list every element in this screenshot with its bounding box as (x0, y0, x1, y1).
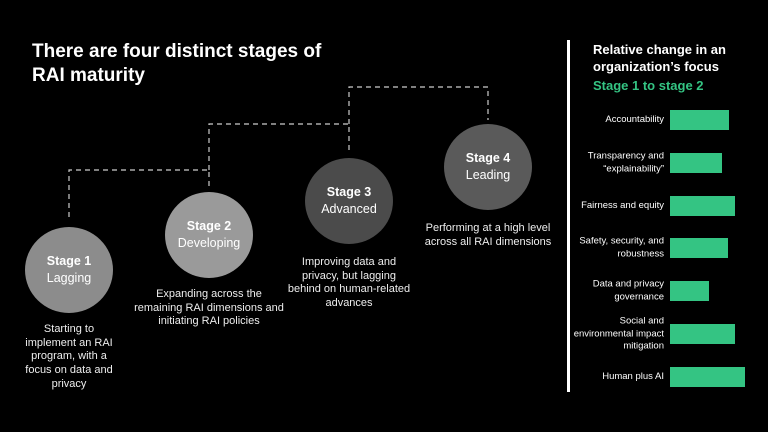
stage-number: Stage 4 (465, 151, 511, 165)
bar-label: Accountability (605, 113, 664, 125)
stage-number: Stage 1 (46, 254, 92, 268)
bar (670, 324, 735, 344)
bar-row: Safety, security, and robustness (575, 228, 768, 268)
bar-row: Data and privacy governance (575, 271, 768, 311)
bar-label: Data and privacy governance (592, 278, 664, 303)
connector-3-4 (348, 86, 489, 124)
panel-subtitle: Stage 1 to stage 2 (593, 78, 704, 93)
stage-1-circle: Stage 1 Lagging (25, 227, 113, 313)
connector-1-2 (68, 169, 210, 217)
stage-3-description: Improving data and privacy, but lagging … (287, 256, 411, 310)
stage-name: Lagging (46, 271, 92, 285)
stage-number: Stage 2 (186, 219, 232, 233)
bar (670, 196, 735, 216)
panel-divider (567, 40, 570, 392)
stage-name: Advanced (321, 202, 377, 216)
bar-row: Fairness and equity (575, 186, 768, 226)
bar (670, 281, 709, 301)
bar-row: Social and environmental impact mitigati… (574, 314, 768, 354)
panel-title: Relative change in an organization’s foc… (593, 42, 726, 74)
bar-label: Fairness and equity (581, 199, 664, 211)
bar-label: Social and environmental impact mitigati… (573, 315, 664, 352)
stage-name: Leading (465, 168, 511, 182)
stage-2-circle: Stage 2 Developing (165, 192, 253, 278)
stage-1-description: Starting to implement an RAI program, wi… (25, 323, 113, 390)
bar (670, 110, 729, 130)
stage-number: Stage 3 (326, 185, 372, 199)
stage-4-circle: Stage 4 Leading (444, 124, 532, 210)
bar (670, 238, 728, 258)
bar-row: Accountability (575, 100, 768, 140)
bar-row: Transparency and “explainability” (575, 143, 768, 183)
stage-3-circle: Stage 3 Advanced (305, 158, 393, 244)
bar-row: Human plus AI (575, 357, 768, 397)
stage-2-description: Expanding across the remaining RAI dimen… (134, 288, 284, 328)
bar-label: Transparency and “explainability” (587, 150, 664, 175)
bar-label: Human plus AI (602, 370, 664, 382)
stage-name: Developing (177, 236, 241, 250)
page-title: There are four distinct stages of RAI ma… (32, 41, 322, 86)
stage-connectors (68, 86, 489, 217)
connector-2-3 (208, 123, 350, 170)
stage-4-description: Performing at a high level across all RA… (424, 222, 552, 248)
bar-label: Safety, security, and robustness (579, 235, 664, 260)
bar (670, 153, 722, 173)
bar (670, 367, 745, 387)
